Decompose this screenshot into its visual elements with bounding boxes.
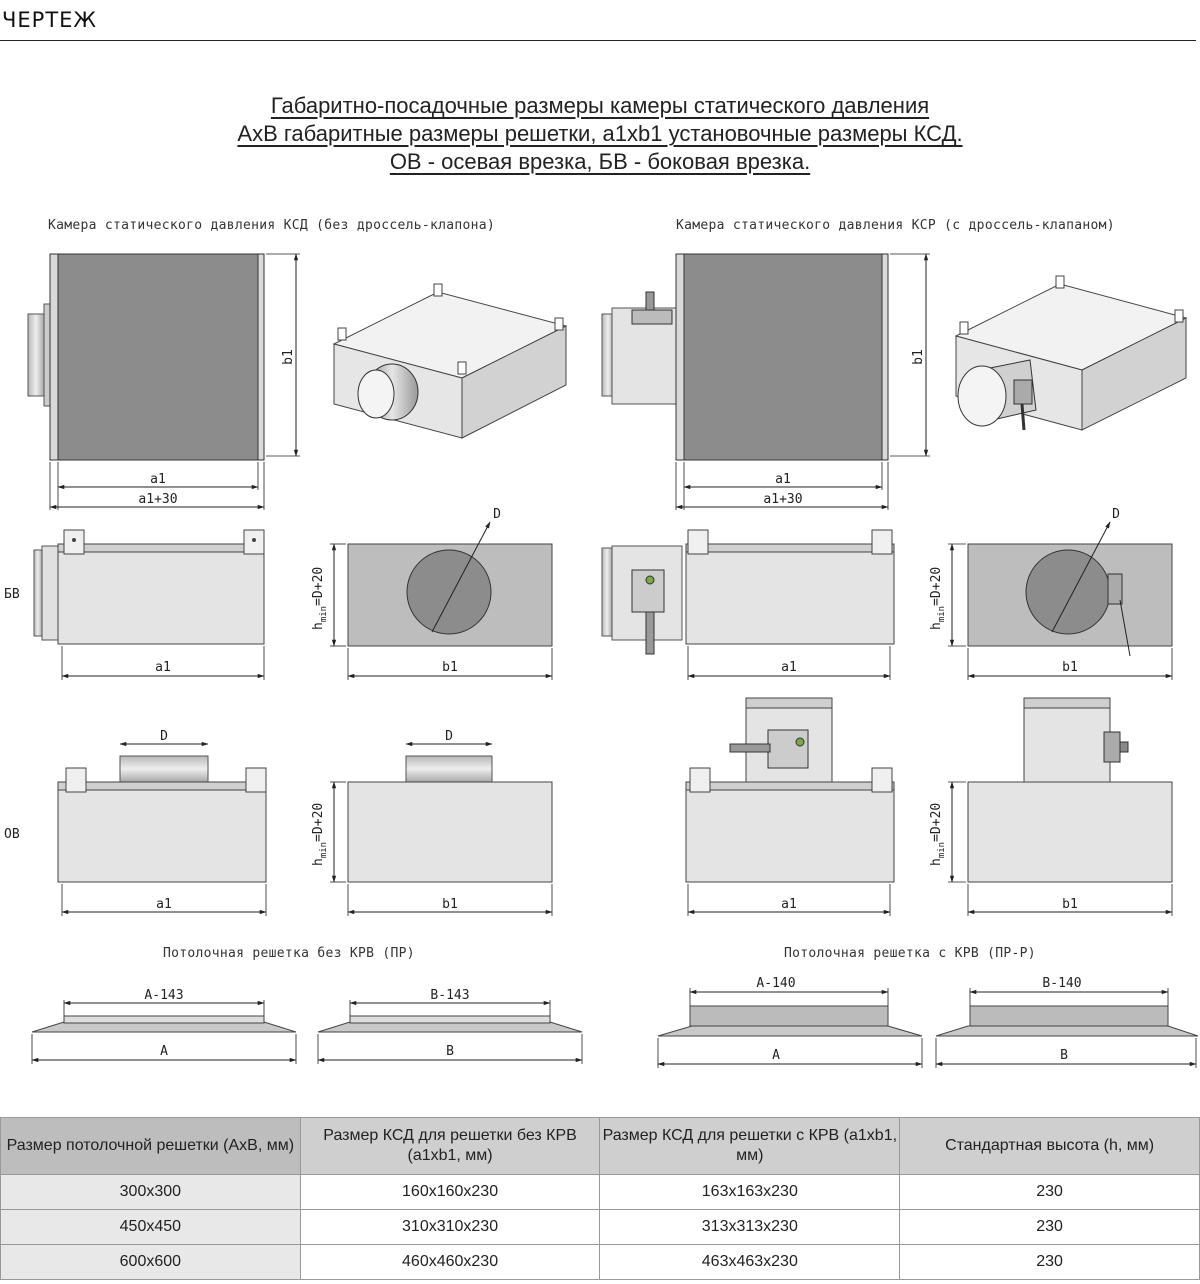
- dim-a-2: A: [772, 1048, 780, 1063]
- dim-b1-6: b1: [1062, 897, 1078, 912]
- ksd-isometric-view: [332, 283, 568, 439]
- technical-drawing: a1 a1+30 b1 a1 a1+30 b1: [4, 253, 1199, 1068]
- page-title: Габаритно-посадочные размеры камеры стат…: [0, 92, 1200, 176]
- table-header-cell: Размер КСД для решетки с КРВ (a1xb1, мм): [599, 1117, 901, 1175]
- dim-hmin-2: hmin=D+20: [929, 567, 947, 630]
- label-ov: ОВ: [4, 827, 20, 842]
- dim-b-1: B: [446, 1044, 454, 1059]
- page-header: ЧЕРТЕЖ: [0, 0, 1196, 41]
- dim-a1-30-2: a1+30: [763, 492, 802, 507]
- prr-grille-b: [935, 988, 1199, 1068]
- caption-pr: Потолочная решетка без КРВ (ПР): [163, 946, 415, 961]
- table-cell: 230: [899, 1244, 1200, 1280]
- dim-a1-4: a1: [781, 660, 797, 675]
- dim-hmin-3: hmin=D+20: [311, 803, 329, 866]
- dim-a-1: A: [160, 1044, 168, 1059]
- caption-prr: Потолочная решетка с КРВ (ПР-Р): [784, 946, 1036, 961]
- dim-hmin-1: hmin=D+20: [311, 567, 329, 630]
- table-header-cell: Размер КСД для решетки без КРВ (a1xb1, м…: [299, 1117, 601, 1175]
- table-header-cell: Размер потолочной решетки (AxB, мм): [0, 1117, 301, 1175]
- table-row: 600x600 460x460x230 463x463x230 230: [0, 1244, 1200, 1280]
- title-line-1: Габаритно-посадочные размеры камеры стат…: [270, 93, 930, 118]
- dim-b143: B-143: [430, 988, 469, 1003]
- pr-grille-b: [317, 1000, 583, 1064]
- title-line-2: AxB габаритные размеры решетки, a1xb1 ус…: [237, 121, 963, 146]
- ksd-bv-end-view: [330, 521, 553, 680]
- ksd-bv-side-view: [33, 529, 265, 680]
- ksr-isometric-view: [954, 275, 1188, 431]
- table-cell: 160x160x230: [299, 1174, 601, 1210]
- brand-logo: ЧЕРТЕЖ: [2, 8, 98, 32]
- dim-d-1: D: [493, 507, 501, 522]
- table-header-cell: Стандартная высота (h, мм): [899, 1117, 1200, 1175]
- pr-grille-a: [31, 1000, 297, 1064]
- ksr-bv-end-view: [948, 521, 1173, 680]
- table-cell: 230: [899, 1174, 1200, 1210]
- table-cell: 300x300: [0, 1174, 301, 1210]
- dim-a1-30-1: a1+30: [138, 492, 177, 507]
- dim-b1-3: b1: [442, 660, 458, 675]
- dim-a1-1: a1: [150, 472, 166, 487]
- table-cell: 450x450: [0, 1209, 301, 1245]
- table-cell: 230: [899, 1209, 1200, 1245]
- ksd-ov-end-view: [330, 741, 553, 916]
- size-table: Размер потолочной решетки (AxB, мм) Разм…: [0, 1117, 1200, 1280]
- dim-a143: A-143: [144, 988, 183, 1003]
- ksr-front-view: [601, 253, 930, 510]
- dim-b-2: B: [1060, 1048, 1068, 1063]
- ksd-front-view: [27, 253, 300, 510]
- dim-a140: A-140: [756, 976, 795, 991]
- table-row: 450x450 310x310x230 313x313x230 230: [0, 1209, 1200, 1245]
- ksr-ov-side-view: [685, 697, 895, 916]
- title-line-3: ОВ - осевая врезка, БВ - боковая врезка.: [389, 149, 811, 174]
- table-cell: 600x600: [0, 1244, 301, 1280]
- table-cell: 463x463x230: [599, 1244, 901, 1280]
- dim-a1-5: a1: [156, 897, 172, 912]
- table-cell: 310x310x230: [299, 1209, 601, 1245]
- dim-b1-5: b1: [442, 897, 458, 912]
- dim-d-2: D: [1112, 507, 1120, 522]
- dim-b1-2: b1: [911, 349, 926, 365]
- label-bv: БВ: [4, 587, 20, 602]
- dim-a1-6: a1: [781, 897, 797, 912]
- dim-a1-2: a1: [775, 472, 791, 487]
- table-cell: 460x460x230: [299, 1244, 601, 1280]
- dim-d-4: D: [445, 729, 453, 744]
- dim-hmin-4: hmin=D+20: [929, 803, 947, 866]
- prr-grille-a: [657, 988, 923, 1068]
- caption-ksd: Камера статического давления КСД (без др…: [48, 218, 495, 233]
- ksr-bv-side-view: [601, 529, 895, 680]
- table-cell: 313x313x230: [599, 1209, 901, 1245]
- table-cell: 163x163x230: [599, 1174, 901, 1210]
- dim-b1-4: b1: [1062, 660, 1078, 675]
- ksd-ov-side-view: [57, 741, 267, 916]
- table-header-row: Размер потолочной решетки (AxB, мм) Разм…: [0, 1117, 1200, 1175]
- ksr-ov-end-view: [948, 697, 1173, 916]
- dim-a1-3: a1: [155, 660, 171, 675]
- dim-b1-1: b1: [281, 349, 296, 365]
- dim-d-3: D: [160, 729, 168, 744]
- table-row: 300x300 160x160x230 163x163x230 230: [0, 1174, 1200, 1210]
- caption-ksr: Камера статического давления КСР (с дрос…: [676, 218, 1115, 233]
- dim-b140: B-140: [1042, 976, 1081, 991]
